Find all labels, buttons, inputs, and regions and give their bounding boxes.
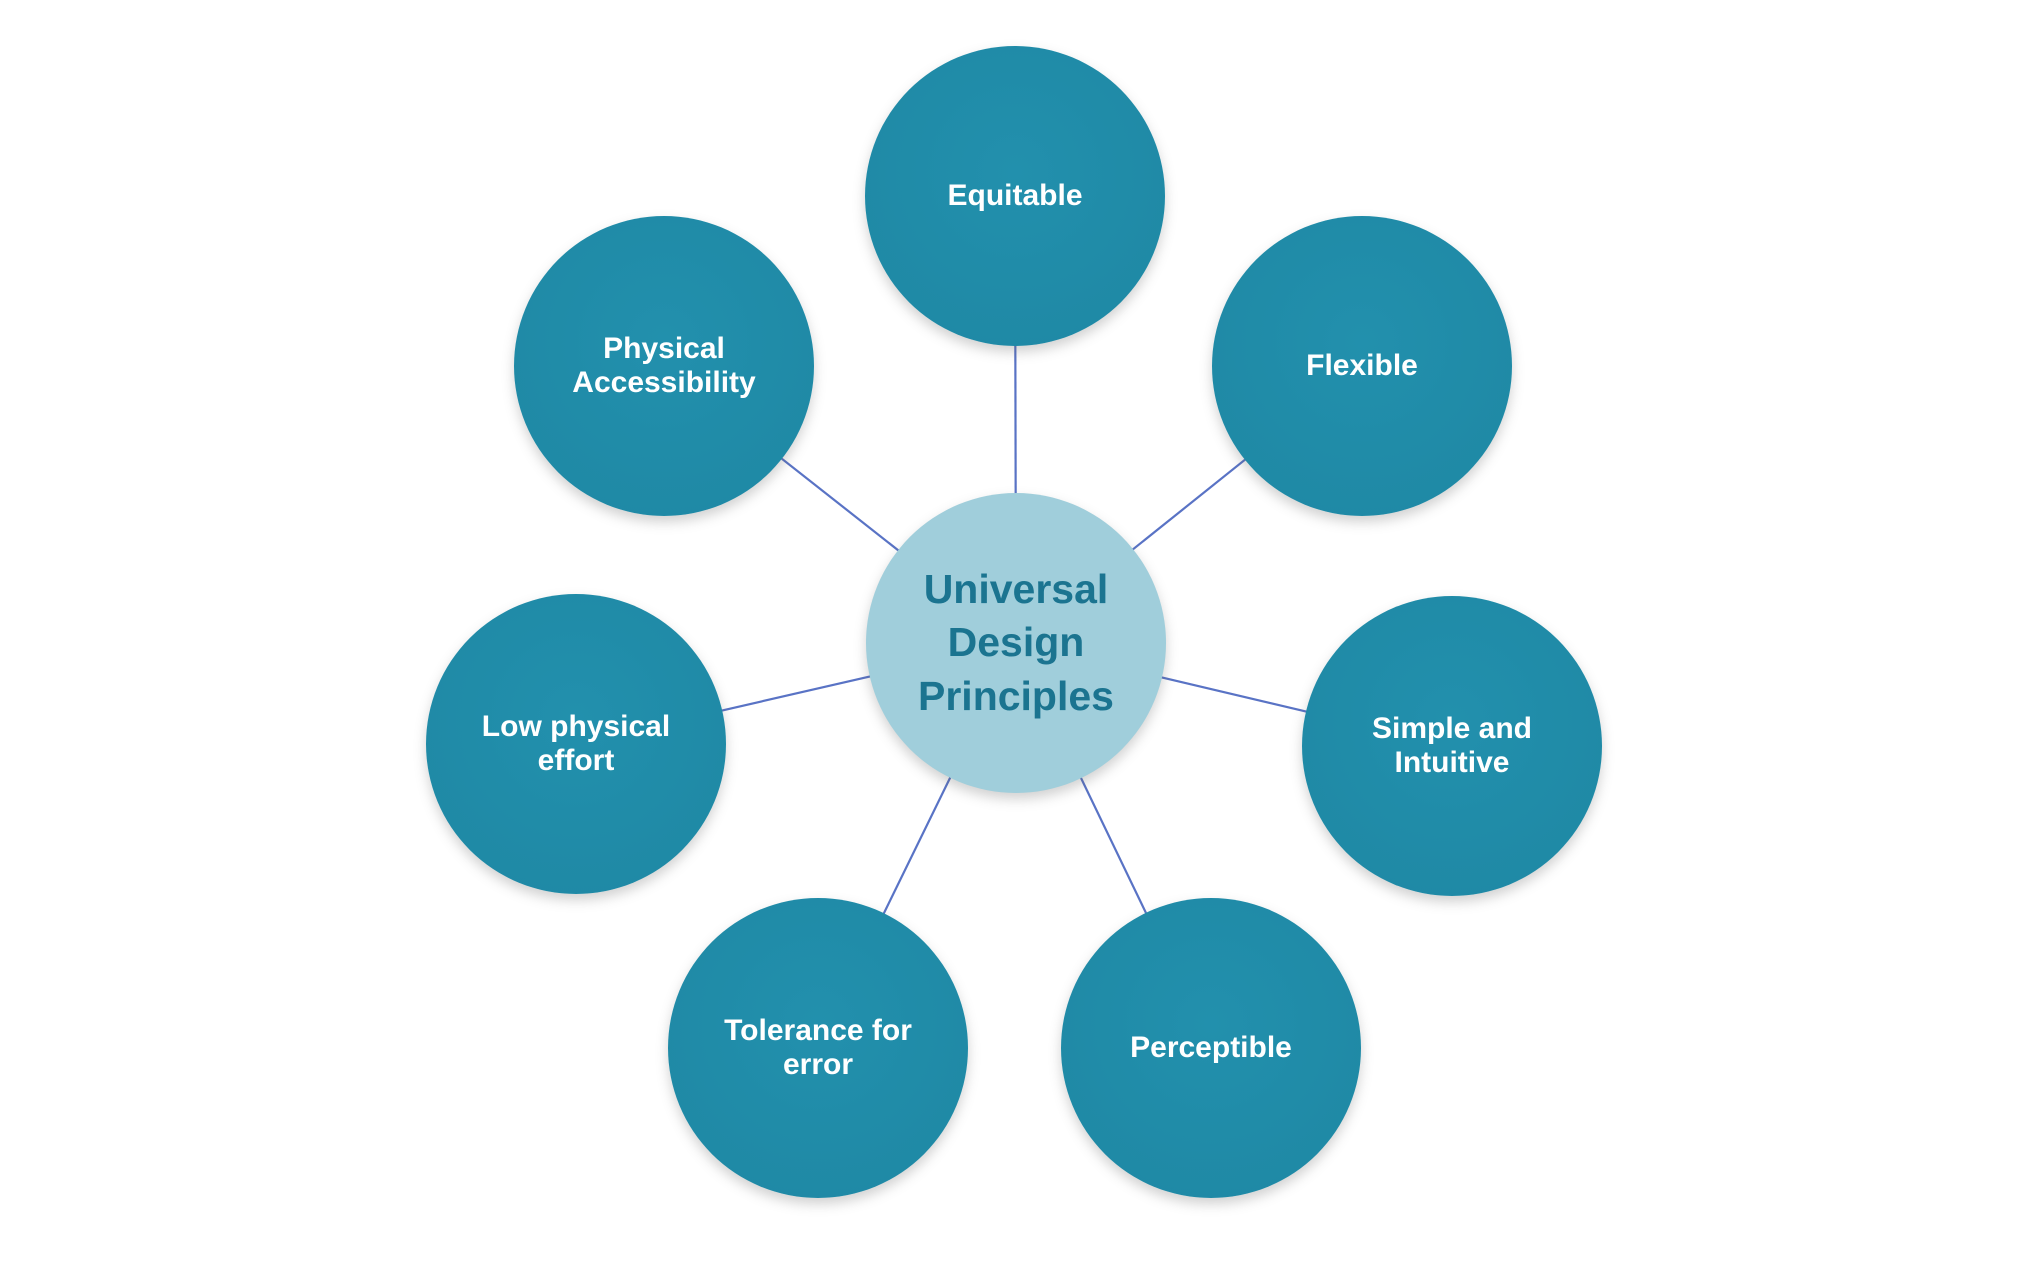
node-simple-and-intuitive-label: Simple and Intuitive bbox=[1371, 712, 1533, 779]
node-equitable-label: Equitable bbox=[947, 179, 1083, 213]
node-low-physical-effort: Low physical effort bbox=[426, 594, 726, 894]
center-node-universal-design-principles: Universal Design Principles bbox=[866, 493, 1166, 793]
node-perceptible: Perceptible bbox=[1061, 898, 1361, 1198]
node-perceptible-label: Perceptible bbox=[1130, 1031, 1292, 1065]
node-tolerance-for-error-label: Tolerance for error bbox=[724, 1014, 912, 1081]
node-tolerance-for-error: Tolerance for error bbox=[668, 898, 968, 1198]
node-equitable: Equitable bbox=[865, 46, 1165, 346]
node-flexible-label: Flexible bbox=[1306, 349, 1418, 383]
node-physical-accessibility: Physical Accessibility bbox=[514, 216, 814, 516]
node-flexible: Flexible bbox=[1212, 216, 1512, 516]
node-simple-and-intuitive: Simple and Intuitive bbox=[1302, 596, 1602, 896]
node-physical-accessibility-label: Physical Accessibility bbox=[572, 332, 756, 399]
node-low-physical-effort-label: Low physical effort bbox=[481, 710, 671, 777]
center-node-label: Universal Design Principles bbox=[918, 566, 1114, 719]
